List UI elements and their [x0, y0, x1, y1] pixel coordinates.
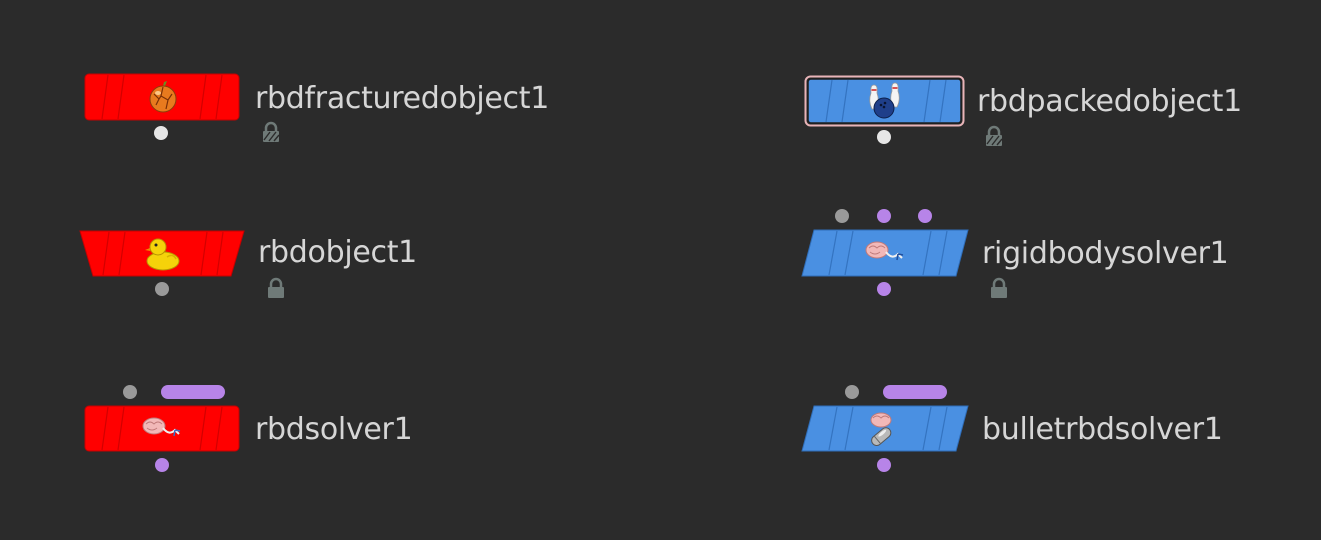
lock-icon: [268, 277, 284, 298]
node-label: bulletrbdsolver1: [982, 412, 1223, 447]
lock-icon: [986, 125, 1003, 146]
input-connector[interactable]: [845, 385, 859, 399]
node-label: rigidbodysolver1: [982, 236, 1229, 271]
input-connector[interactable]: [877, 209, 891, 223]
rubber-duck-icon: [145, 238, 180, 271]
input-connector[interactable]: [835, 209, 849, 223]
input-connector-multi[interactable]: [883, 385, 947, 399]
bowling-icon: [869, 82, 900, 119]
node-label: rbdsolver1: [255, 412, 413, 447]
output-connector[interactable]: [155, 458, 169, 472]
output-connector[interactable]: [877, 458, 891, 472]
output-connector[interactable]: [877, 282, 891, 296]
input-connector[interactable]: [918, 209, 932, 223]
fractured-apple-icon: [149, 81, 177, 113]
output-connector[interactable]: [877, 130, 891, 144]
lock-icon: [991, 277, 1007, 298]
input-connector-multi[interactable]: [161, 385, 225, 399]
node-label: rbdpackedobject1: [977, 84, 1242, 119]
brain-solver-icon: [142, 417, 181, 437]
brain-bullet-icon: [870, 412, 892, 446]
output-connector[interactable]: [155, 282, 169, 296]
lock-icon: [263, 121, 280, 142]
output-connector[interactable]: [154, 126, 168, 140]
input-connector[interactable]: [123, 385, 137, 399]
node-label: rbdobject1: [258, 235, 417, 270]
brain-solver-icon: [865, 241, 904, 261]
node-label: rbdfracturedobject1: [255, 81, 549, 116]
